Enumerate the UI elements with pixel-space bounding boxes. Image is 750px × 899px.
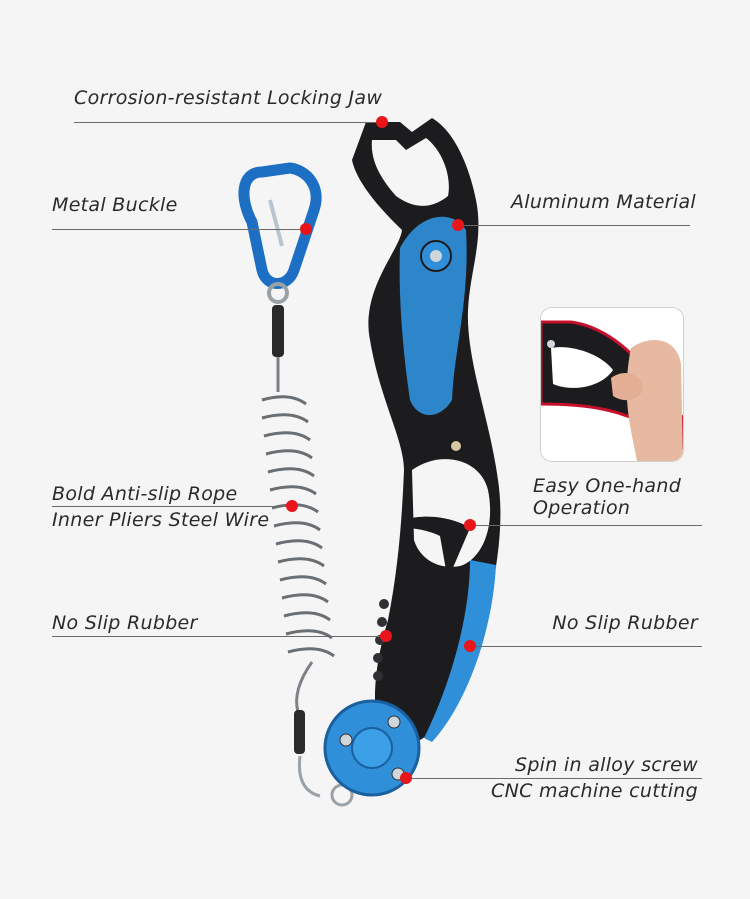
- callout-dot-aluminum: [452, 219, 464, 231]
- callout-line-rubber-right: [470, 646, 702, 647]
- label-aluminum-material: Aluminum Material: [510, 191, 696, 213]
- label-locking-jaw: Corrosion-resistant Locking Jaw: [74, 87, 383, 109]
- label-operation: Operation: [533, 497, 631, 519]
- label-no-slip-rubber-left: No Slip Rubber: [52, 612, 198, 634]
- label-spin-screw: Spin in alloy screw: [514, 754, 698, 776]
- callout-line-one-hand: [470, 525, 702, 526]
- one-hand-operation-inset: [540, 307, 684, 462]
- gripper-body: [323, 118, 501, 797]
- callout-dot-jaw: [376, 116, 388, 128]
- callout-line-rubber-left: [52, 636, 386, 637]
- callout-dot-one-hand: [464, 519, 476, 531]
- callout-dot-rubber-left: [380, 630, 392, 642]
- callout-line-screw: [406, 778, 702, 779]
- callout-line-aluminum: [458, 225, 690, 226]
- callout-line-buckle: [52, 229, 306, 230]
- label-steel-wire: Inner Pliers Steel Wire: [52, 509, 270, 531]
- label-one-hand: Easy One-hand: [533, 475, 682, 497]
- callout-dot-rubber-right: [464, 640, 476, 652]
- label-no-slip-rubber-right: No Slip Rubber: [552, 612, 698, 634]
- carabiner-icon: [238, 162, 322, 304]
- label-metal-buckle: Metal Buckle: [52, 194, 178, 216]
- hand-holding-gripper-image: [541, 308, 683, 461]
- callout-dot-screw: [400, 772, 412, 784]
- coiled-rope: [261, 305, 354, 807]
- label-cnc-cutting: CNC machine cutting: [491, 780, 698, 802]
- callout-line-jaw: [74, 122, 382, 123]
- label-anti-slip-rope: Bold Anti-slip Rope: [52, 483, 238, 505]
- callout-dot-buckle: [300, 223, 312, 235]
- callout-line-rope: [52, 506, 292, 507]
- callout-dot-rope: [286, 500, 298, 512]
